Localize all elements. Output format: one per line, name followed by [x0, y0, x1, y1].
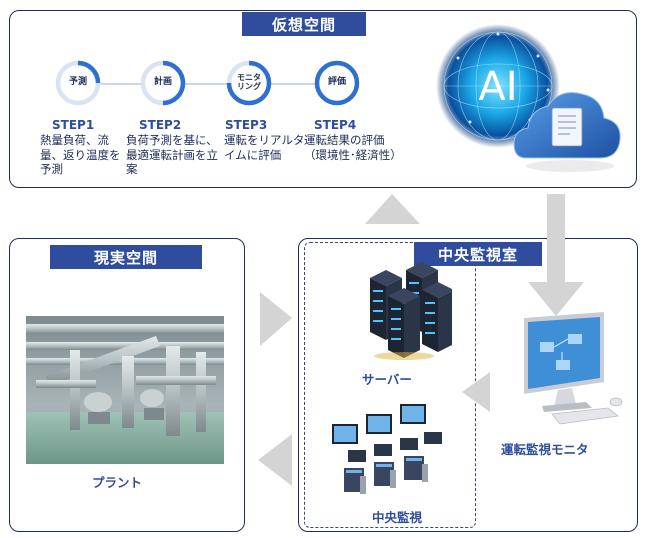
progress-ring-icon [55, 60, 101, 106]
document-icon [551, 107, 583, 147]
step4-description: 運転結果の評価（環境性･経済性） [304, 133, 402, 162]
central-monitoring-icon [332, 404, 442, 494]
step3-circle: モニタリング [226, 60, 272, 106]
up-arrow-icon [365, 194, 420, 224]
ai-text-mark: AI [478, 64, 517, 110]
step2-circle-label: 計画 [153, 77, 172, 88]
step3-circle-label: モニタリング [237, 73, 261, 91]
step4-title: STEP4 [314, 118, 357, 132]
control-room-title: 中央監視室 [414, 242, 542, 266]
step1-circle-label: 予測 [68, 77, 87, 88]
central-monitoring-label: 中央監視 [372, 510, 423, 525]
step4-circle: 評価 [314, 60, 360, 106]
step3-description: 運転をリアルタイムに評価 [224, 133, 305, 162]
step1-circle: 予測 [55, 60, 101, 106]
server-label: サーバー [362, 372, 412, 387]
step2-title: STEP2 [139, 118, 182, 132]
step3-title: STEP3 [225, 118, 268, 132]
left-arrow-icon [258, 434, 292, 486]
plant-pipes-image [26, 316, 224, 464]
progress-ring-icon [140, 60, 186, 106]
reality-space-title: 現実空間 [50, 245, 202, 269]
plant-photo [26, 316, 224, 464]
step-connector-line [74, 83, 344, 85]
step1-title: STEP1 [52, 118, 95, 132]
operation-monitor-icon [524, 312, 623, 425]
down-arrow-icon [528, 194, 584, 316]
step2-circle: 計画 [140, 60, 186, 106]
ai-label: AI [478, 64, 517, 110]
step4-circle-label: 評価 [327, 77, 346, 88]
operation-monitor-label: 運転監視モニタ [501, 442, 589, 457]
virtual-space-title: 仮想空間 [242, 12, 366, 36]
progress-ring-icon [314, 60, 360, 106]
right-arrow-icon [260, 292, 292, 346]
ai-cloud-illustration: AI [436, 24, 621, 172]
server-racks-icon [370, 262, 452, 360]
step2-description: 負荷予測を基に、最適運転計画を立案 [126, 133, 218, 176]
left-arrow-small-icon [462, 372, 490, 412]
plant-label: プラント [92, 475, 143, 490]
step1-description: 熱量負荷、流量、返り温度を予測 [40, 133, 121, 176]
progress-ring-icon [226, 60, 272, 106]
